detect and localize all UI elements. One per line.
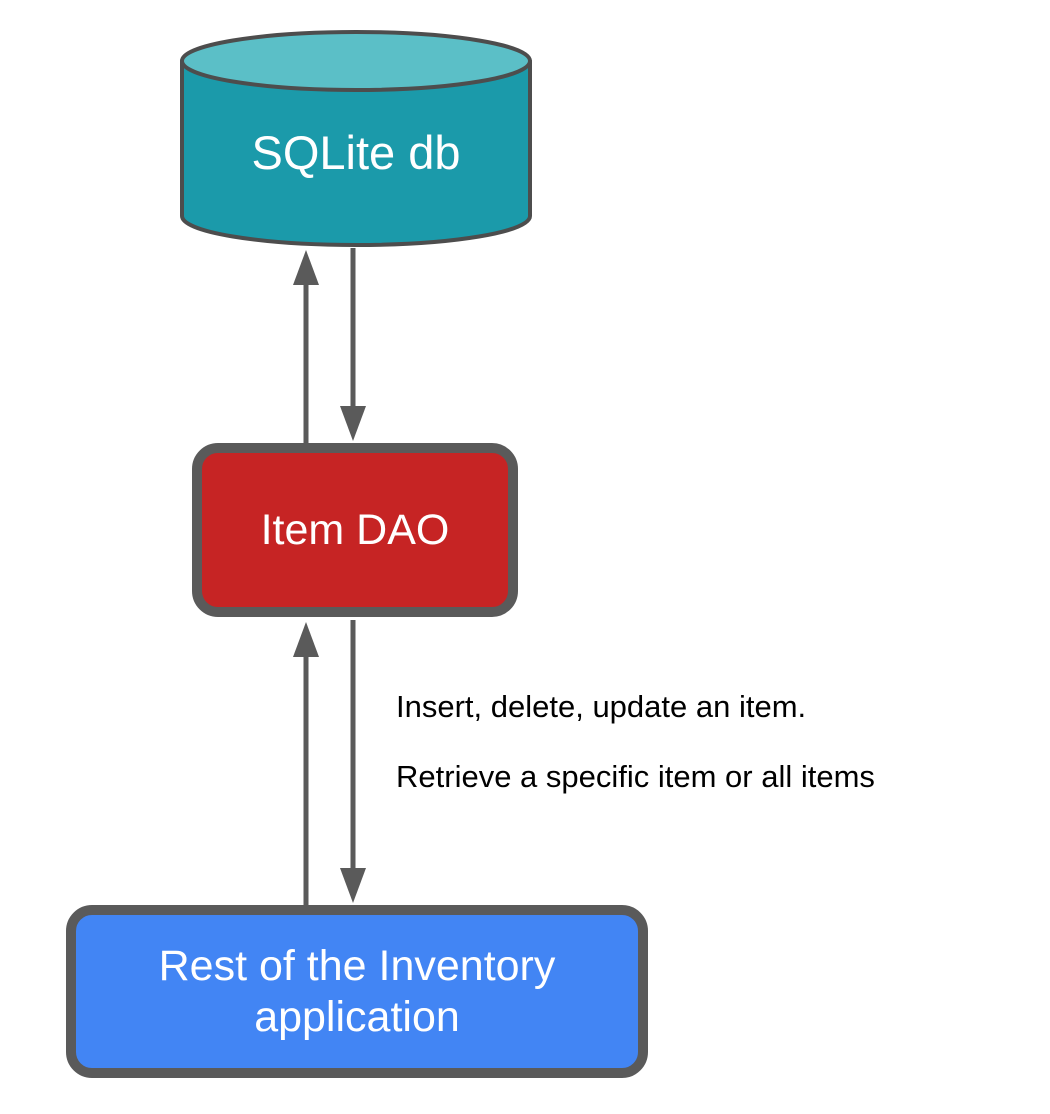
cylinder-body — [180, 59, 532, 247]
edge-dao-to-db-arrowhead — [293, 250, 319, 285]
edge-app-to-dao-arrowhead — [293, 622, 319, 657]
edge-dao-to-app-arrowhead — [340, 868, 366, 903]
edge-dao-to-app[interactable] — [340, 620, 366, 903]
edge-db-to-dao-arrowhead — [340, 406, 366, 441]
cylinder-top-ellipse — [180, 30, 532, 92]
annotation-write-ops: Insert, delete, update an item. — [396, 689, 807, 724]
item-dao-rect — [192, 443, 518, 617]
node-sqlite-db[interactable] — [180, 30, 532, 247]
edge-annotations: Insert, delete, update an item. Retrieve… — [396, 691, 1036, 792]
node-rest-of-app[interactable] — [66, 905, 648, 1078]
annotation-read-ops: Retrieve a specific item or all items — [396, 759, 875, 794]
edge-db-to-dao[interactable] — [340, 248, 366, 441]
node-item-dao[interactable] — [192, 443, 518, 617]
edge-dao-to-db[interactable] — [293, 250, 319, 443]
rest-of-app-rect — [66, 905, 648, 1078]
edge-app-to-dao[interactable] — [293, 622, 319, 905]
